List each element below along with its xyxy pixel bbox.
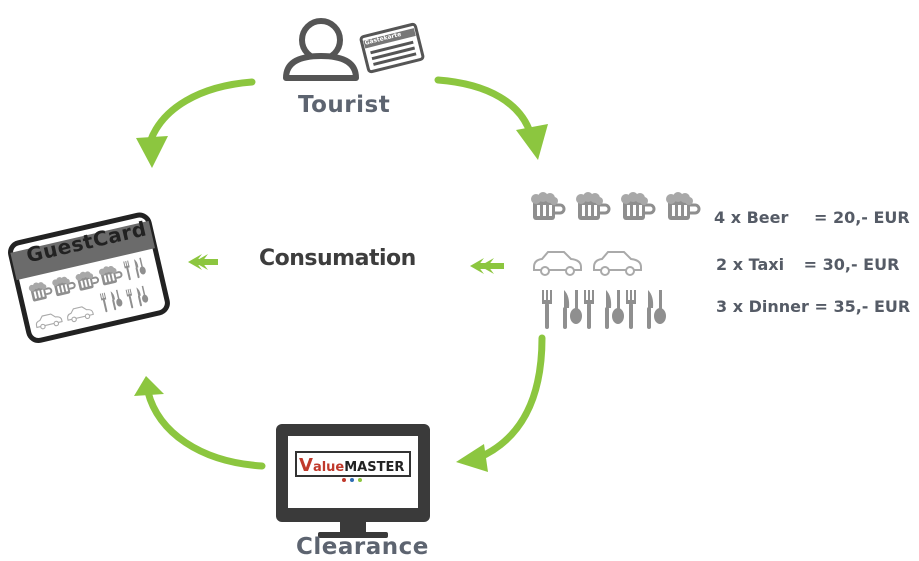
guest-card-icon <box>359 22 425 74</box>
guestcard-icon <box>8 212 170 343</box>
beer-icon <box>619 190 656 222</box>
item-beer: 4 x Beer = 20,- EUR <box>714 208 910 227</box>
item-dinner: 3 x Dinner = 35,- EUR <box>716 297 910 316</box>
beer-icons <box>529 190 701 222</box>
clearance-label: Clearance <box>296 534 429 560</box>
arrow-consumation-to-guestcard <box>188 254 218 270</box>
beer-icon <box>664 190 701 222</box>
item-beer-text: 4 x Beer <box>714 208 789 227</box>
beer-icon <box>529 190 566 222</box>
item-dinner-text: 3 x Dinner <box>716 297 809 316</box>
consumation-label: Consumation <box>259 246 416 271</box>
beer-icon <box>574 190 611 222</box>
arrow-tourist-to-consumation <box>434 76 548 160</box>
taxi-icon <box>533 251 582 276</box>
item-taxi-text: 2 x Taxi <box>716 255 785 274</box>
arrow-items-to-consumation <box>470 258 504 274</box>
dinner-icon <box>542 290 582 329</box>
item-dinner-amount: = 35,- EUR <box>814 297 911 316</box>
arrow-tourist-to-guestcard <box>136 78 256 168</box>
monitor-icon <box>276 424 430 538</box>
logo-alue: alue <box>312 460 345 475</box>
logo-v: V <box>299 455 313 476</box>
person-icon <box>283 18 359 81</box>
tourist-label: Tourist <box>298 92 391 118</box>
dinner-icon <box>626 290 666 329</box>
item-beer-amount: = 20,- EUR <box>813 208 910 227</box>
dinner-icon <box>584 290 624 329</box>
dinner-icons <box>542 290 666 329</box>
taxi-icon <box>593 251 642 276</box>
arrow-items-to-clearance <box>456 334 546 472</box>
arrow-clearance-to-guestcard <box>134 376 266 470</box>
item-taxi-amount: = 30,- EUR <box>803 255 900 274</box>
valuemaster-logo: ValueMASTER <box>299 455 404 476</box>
taxi-icons <box>533 251 642 276</box>
item-taxi: 2 x Taxi = 30,- EUR <box>716 255 899 274</box>
logo-master: MASTER <box>344 460 405 475</box>
